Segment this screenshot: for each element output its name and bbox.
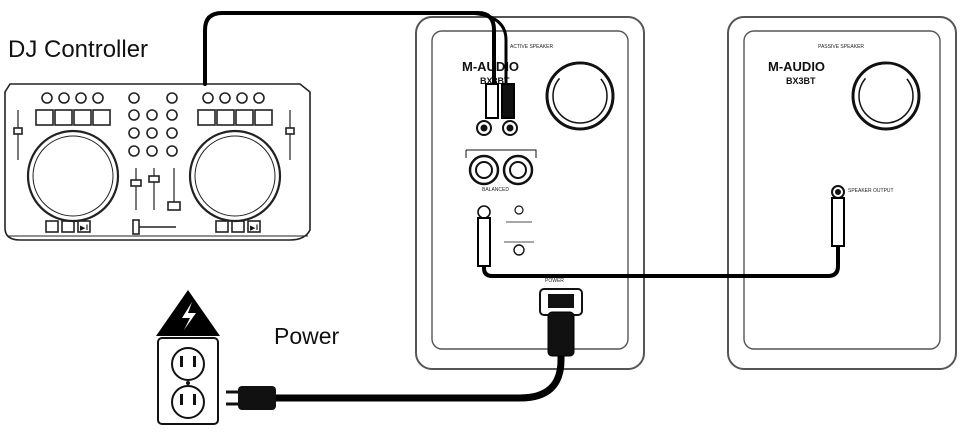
channel-faders: [130, 168, 181, 211]
speaker-output-label: SPEAKER OUTPUT: [848, 188, 894, 194]
right-pads: [197, 109, 273, 126]
power-cable: [268, 311, 565, 402]
rca-inputs: [476, 120, 518, 136]
left-pads: [35, 109, 111, 126]
mixer-knobs: [128, 92, 178, 157]
power-label: Power: [274, 323, 340, 349]
warning-triangle-icon: [156, 290, 220, 336]
active-speaker-header: ACTIVE SPEAKER: [510, 44, 553, 50]
passive-speaker-header: PASSIVE SPEAKER: [818, 44, 864, 50]
passive-speaker-brand: M-AUDIO: [768, 59, 825, 74]
active-speaker-brand: M-AUDIO: [462, 59, 519, 74]
dj-controller-label: DJ Controller: [8, 36, 149, 63]
cables: [203, 11, 845, 402]
dj-controller: ▶‖ ▶‖: [4, 83, 311, 241]
speaker-link-cable: [482, 198, 840, 278]
passive-speaker-model: BX3BT: [786, 76, 816, 86]
active-woofer-icon: [545, 61, 615, 131]
right-transport-buttons: ▶‖: [215, 220, 261, 233]
power-plug-icon: [226, 386, 276, 410]
power-inlet-label: POWER: [545, 278, 564, 284]
svg-text:▶‖: ▶‖: [80, 225, 88, 232]
right-knobs: [202, 92, 265, 104]
passive-speaker: PASSIVE SPEAKER M-AUDIO BX3BT SPEAKER OU…: [727, 16, 957, 370]
balanced-inputs: [465, 149, 537, 186]
left-knobs: [41, 92, 104, 104]
wall-outlet-icon: [157, 337, 219, 425]
balanced-label: BALANCED: [482, 187, 509, 193]
left-transport-buttons: ▶‖: [45, 220, 91, 233]
passive-woofer-icon: [851, 61, 921, 131]
svg-text:▶‖: ▶‖: [250, 225, 258, 232]
active-speaker: ACTIVE SPEAKER M-AUDIO BX3BT BALANCED: [415, 16, 645, 370]
power-inlet-icon: [539, 288, 583, 316]
crossfader: [132, 219, 176, 235]
